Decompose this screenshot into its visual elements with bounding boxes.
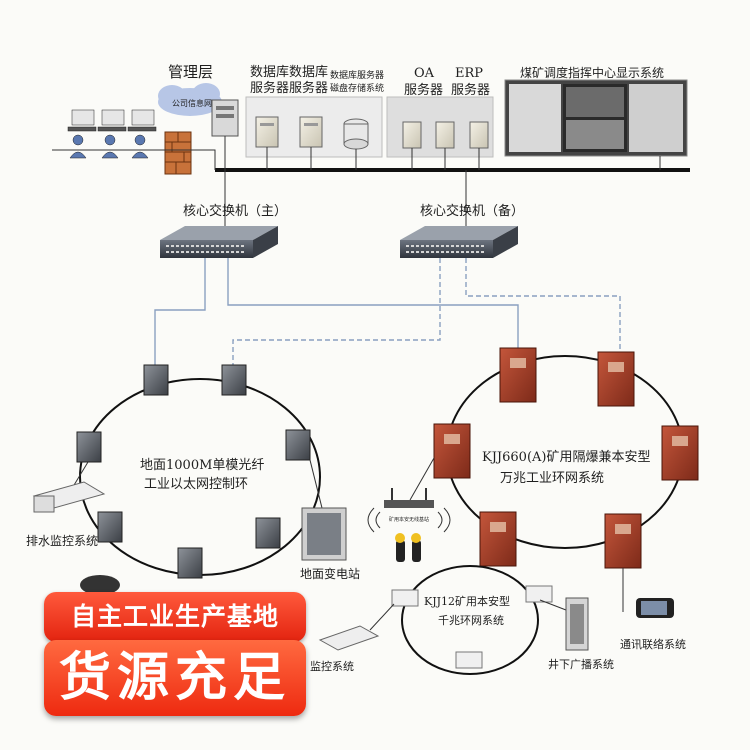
svg-text:KJJ12矿用本安型: KJJ12矿用本安型 <box>424 594 510 608</box>
svg-text:工业以太网控制环: 工业以太网控制环 <box>144 477 248 492</box>
ring-left-label: 地面1000M单模光纤 工业以太网控制环 <box>140 458 264 492</box>
cable-reel-icon <box>80 575 120 595</box>
ring-left-nodes <box>76 364 311 579</box>
core-switch-backup-icon <box>400 226 518 258</box>
display-system-label: 煤矿调度指挥中心显示系统 <box>520 65 664 80</box>
svg-text:数据库服务器: 数据库服务器 <box>330 69 384 81</box>
intranet-cloud: 公司信息网 <box>158 83 222 116</box>
erp-server-label: ERP 服务器 <box>451 66 490 98</box>
ring-small-label: KJJ12矿用本安型 千兆环网系统 <box>424 594 510 627</box>
management-layer-label: 管理层 <box>168 63 213 81</box>
intranet-label: 公司信息网 <box>172 98 212 108</box>
svg-text:服务器: 服务器 <box>289 80 328 96</box>
svg-text:KJJ660(A)矿用隔爆兼本安型: KJJ660(A)矿用隔爆兼本安型 <box>482 450 650 465</box>
firewall-icon <box>164 131 192 175</box>
svg-text:数据库: 数据库 <box>289 64 328 80</box>
svg-text:OA: OA <box>414 66 435 81</box>
uplinks-backup <box>232 258 621 365</box>
core-switch-main-icon <box>160 226 278 258</box>
router-icon <box>211 99 239 137</box>
workstations <box>67 109 157 159</box>
promo-banner-top: 自主工业生产基地 <box>44 592 306 642</box>
phone-icon <box>622 568 674 618</box>
promo-banner-bottom: 货源充足 <box>44 640 306 716</box>
drainage-icon <box>32 461 106 513</box>
uplinks <box>154 258 519 365</box>
ring-right-cabinets <box>433 347 699 569</box>
ring-small-nodes <box>391 585 553 669</box>
db-server-2-icon <box>299 116 323 148</box>
core-switch-main-label: 核心交换机（主） <box>183 203 287 219</box>
substation-icon <box>301 459 347 561</box>
drainage-label: 排水监控系统 <box>26 534 98 548</box>
broadcast-icon <box>539 597 589 651</box>
ring-right-cabinet-details <box>444 358 688 534</box>
storage-label: 数据库服务器 磁盘存储系统 <box>330 69 384 94</box>
broadcast-label: 井下广播系统 <box>548 657 614 671</box>
svg-text:ERP: ERP <box>455 66 483 81</box>
ethernet-ring-small <box>401 565 539 675</box>
ring-right-label: KJJ660(A)矿用隔爆兼本安型 万兆工业环网系统 <box>482 450 650 486</box>
db-server-1-icon <box>255 116 279 148</box>
svg-text:服务器: 服务器 <box>404 82 443 98</box>
monitoring-icon <box>318 603 395 651</box>
oa-server-label: OA 服务器 <box>404 66 443 98</box>
wireless-base-station: 矿用本安无线基站 <box>367 457 451 533</box>
wireless-ap-label: 矿用本安无线基站 <box>389 516 429 523</box>
substation-label: 地面变电站 <box>300 566 360 581</box>
svg-text:千兆环网系统: 千兆环网系统 <box>438 614 504 627</box>
svg-text:服务器: 服务器 <box>451 82 490 98</box>
storage-icon <box>343 118 369 150</box>
monitoring-label: 监控系统 <box>310 659 354 673</box>
db-server-2-label: 数据库 服务器 <box>289 64 328 96</box>
oa-server-icons <box>402 121 489 149</box>
svg-text:服务器: 服务器 <box>250 80 289 96</box>
miner-lamp-icons <box>395 533 421 562</box>
svg-text:数据库: 数据库 <box>250 64 289 80</box>
svg-text:万兆工业环网系统: 万兆工业环网系统 <box>500 471 604 486</box>
svg-text:地面1000M单模光纤: 地面1000M单模光纤 <box>140 458 264 473</box>
db-server-1-label: 数据库 服务器 <box>250 64 289 96</box>
backbone-drops <box>52 136 661 232</box>
display-wall-screens <box>509 84 683 152</box>
core-switch-backup-label: 核心交换机（备） <box>420 203 524 219</box>
svg-text:磁盘存储系统: 磁盘存储系统 <box>330 82 384 94</box>
communication-label: 通讯联络系统 <box>620 637 686 651</box>
